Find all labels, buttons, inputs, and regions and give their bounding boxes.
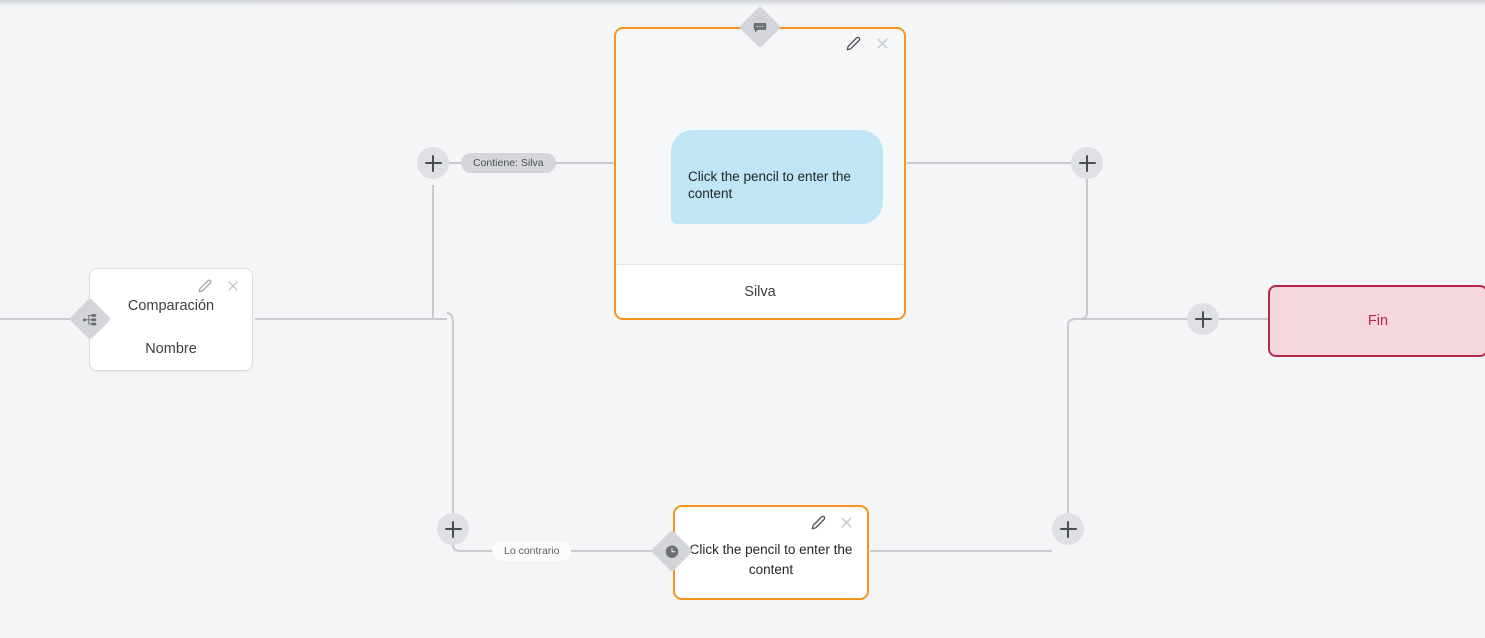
edge-label-contiene-silva[interactable]: Contiene: Silva — [461, 153, 556, 173]
close-icon[interactable] — [875, 36, 890, 51]
edge-false-to-wait — [452, 544, 654, 552]
message-actions — [846, 36, 890, 51]
chat-bubble-icon — [753, 20, 768, 35]
comparacion-title-line1: Comparación — [127, 298, 215, 314]
comparacion-title-line2: Nombre — [145, 341, 197, 357]
add-step-bottom-right-button[interactable] — [1052, 513, 1084, 545]
edge-message-merge — [1078, 179, 1088, 320]
pencil-icon[interactable] — [846, 36, 861, 51]
add-step-top-right-button[interactable] — [1071, 147, 1103, 179]
comparacion-title: Comparación Nombre — [90, 295, 252, 360]
add-step-top-left-button[interactable] — [417, 147, 449, 179]
chat-bubble-icon-diamond[interactable] — [738, 5, 782, 49]
clock-icon — [665, 544, 680, 559]
add-step-before-end-button[interactable] — [1187, 303, 1219, 335]
node-wait[interactable]: Click the pencil to enter the content — [673, 505, 869, 600]
branch-hierarchy-icon-diamond[interactable] — [68, 297, 112, 341]
add-step-bottom-left-button[interactable] — [437, 513, 469, 545]
pencil-icon[interactable] — [811, 515, 826, 530]
clock-icon-diamond[interactable] — [650, 529, 694, 573]
node-message[interactable]: Click the pencil to enter the content Si… — [614, 27, 906, 320]
wait-actions — [811, 515, 854, 530]
edge-branch-false-down — [446, 312, 454, 513]
comparacion-actions — [198, 279, 240, 293]
edge-wait-merge — [1067, 318, 1077, 535]
node-end-label: Fin — [1367, 313, 1389, 329]
pencil-icon[interactable] — [198, 279, 212, 293]
wait-text: Click the pencil to enter the content — [689, 542, 853, 577]
close-icon[interactable] — [839, 515, 854, 530]
node-end[interactable]: Fin — [1268, 285, 1485, 357]
branch-hierarchy-icon — [83, 312, 98, 327]
message-footer-label: Silva — [616, 264, 904, 318]
edge-label-lo-contrario[interactable]: Lo contrario — [492, 541, 572, 561]
close-icon[interactable] — [226, 279, 240, 293]
message-bubble: Click the pencil to enter the content — [671, 130, 883, 224]
node-comparacion[interactable]: Comparación Nombre — [89, 268, 253, 371]
